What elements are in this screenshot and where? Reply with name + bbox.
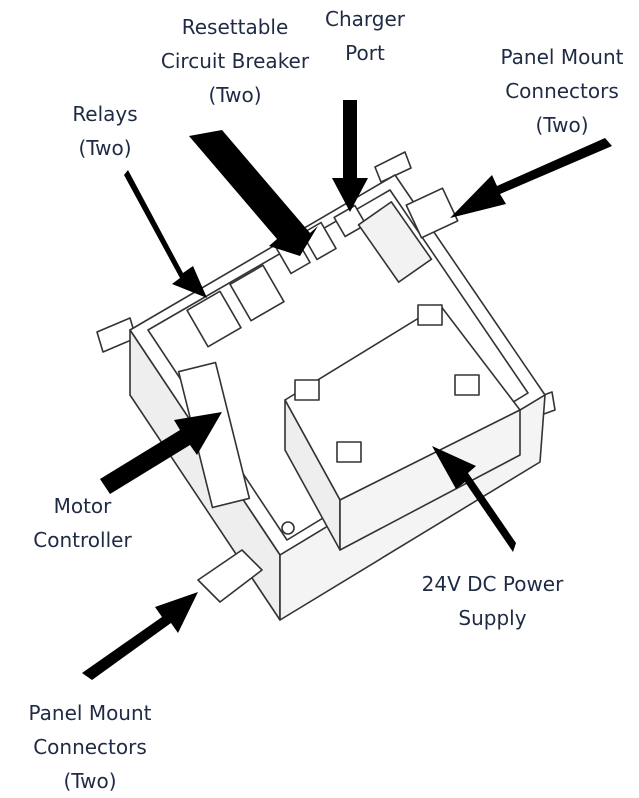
psu-bracket-2 (454, 374, 480, 396)
terminal-strip (357, 201, 433, 283)
label-relays: Relays (Two) (72, 102, 138, 160)
circuit-breaker-2 (301, 221, 337, 261)
grommet (281, 521, 295, 535)
mounting-tab-top (374, 151, 412, 183)
arrow-relays (124, 170, 207, 298)
callout-arrows (82, 100, 612, 680)
power-supply-front (339, 409, 521, 551)
label-power-supply: 24V DC Power Supply (421, 572, 564, 630)
relay-2 (229, 264, 285, 322)
label-circuit-breaker: Resettable Circuit Breaker (Two) (160, 15, 310, 107)
arrow-panel-connector-top (450, 138, 612, 218)
arrow-motor-controller (100, 412, 222, 494)
psu-bracket-1 (417, 304, 443, 326)
label-panel-connectors-top: Panel Mount Connectors (Two) (500, 45, 624, 137)
relay-1 (186, 290, 242, 348)
arrow-power-supply (432, 446, 516, 552)
arrow-panel-connector-bottom (82, 592, 198, 680)
arrow-charger-port (332, 100, 368, 212)
panel-connector-bottom (197, 549, 263, 603)
label-motor-controller: Motor Controller (33, 494, 132, 552)
psu-bracket-4 (336, 441, 362, 463)
label-panel-connectors-bottom: Panel Mount Connectors (Two) (28, 701, 152, 793)
panel-connector-top (405, 187, 459, 239)
psu-bracket-3 (294, 379, 320, 401)
charger-port (333, 204, 367, 238)
label-charger-port: Charger Port (325, 7, 405, 65)
arrow-circuit-breaker (189, 130, 318, 256)
